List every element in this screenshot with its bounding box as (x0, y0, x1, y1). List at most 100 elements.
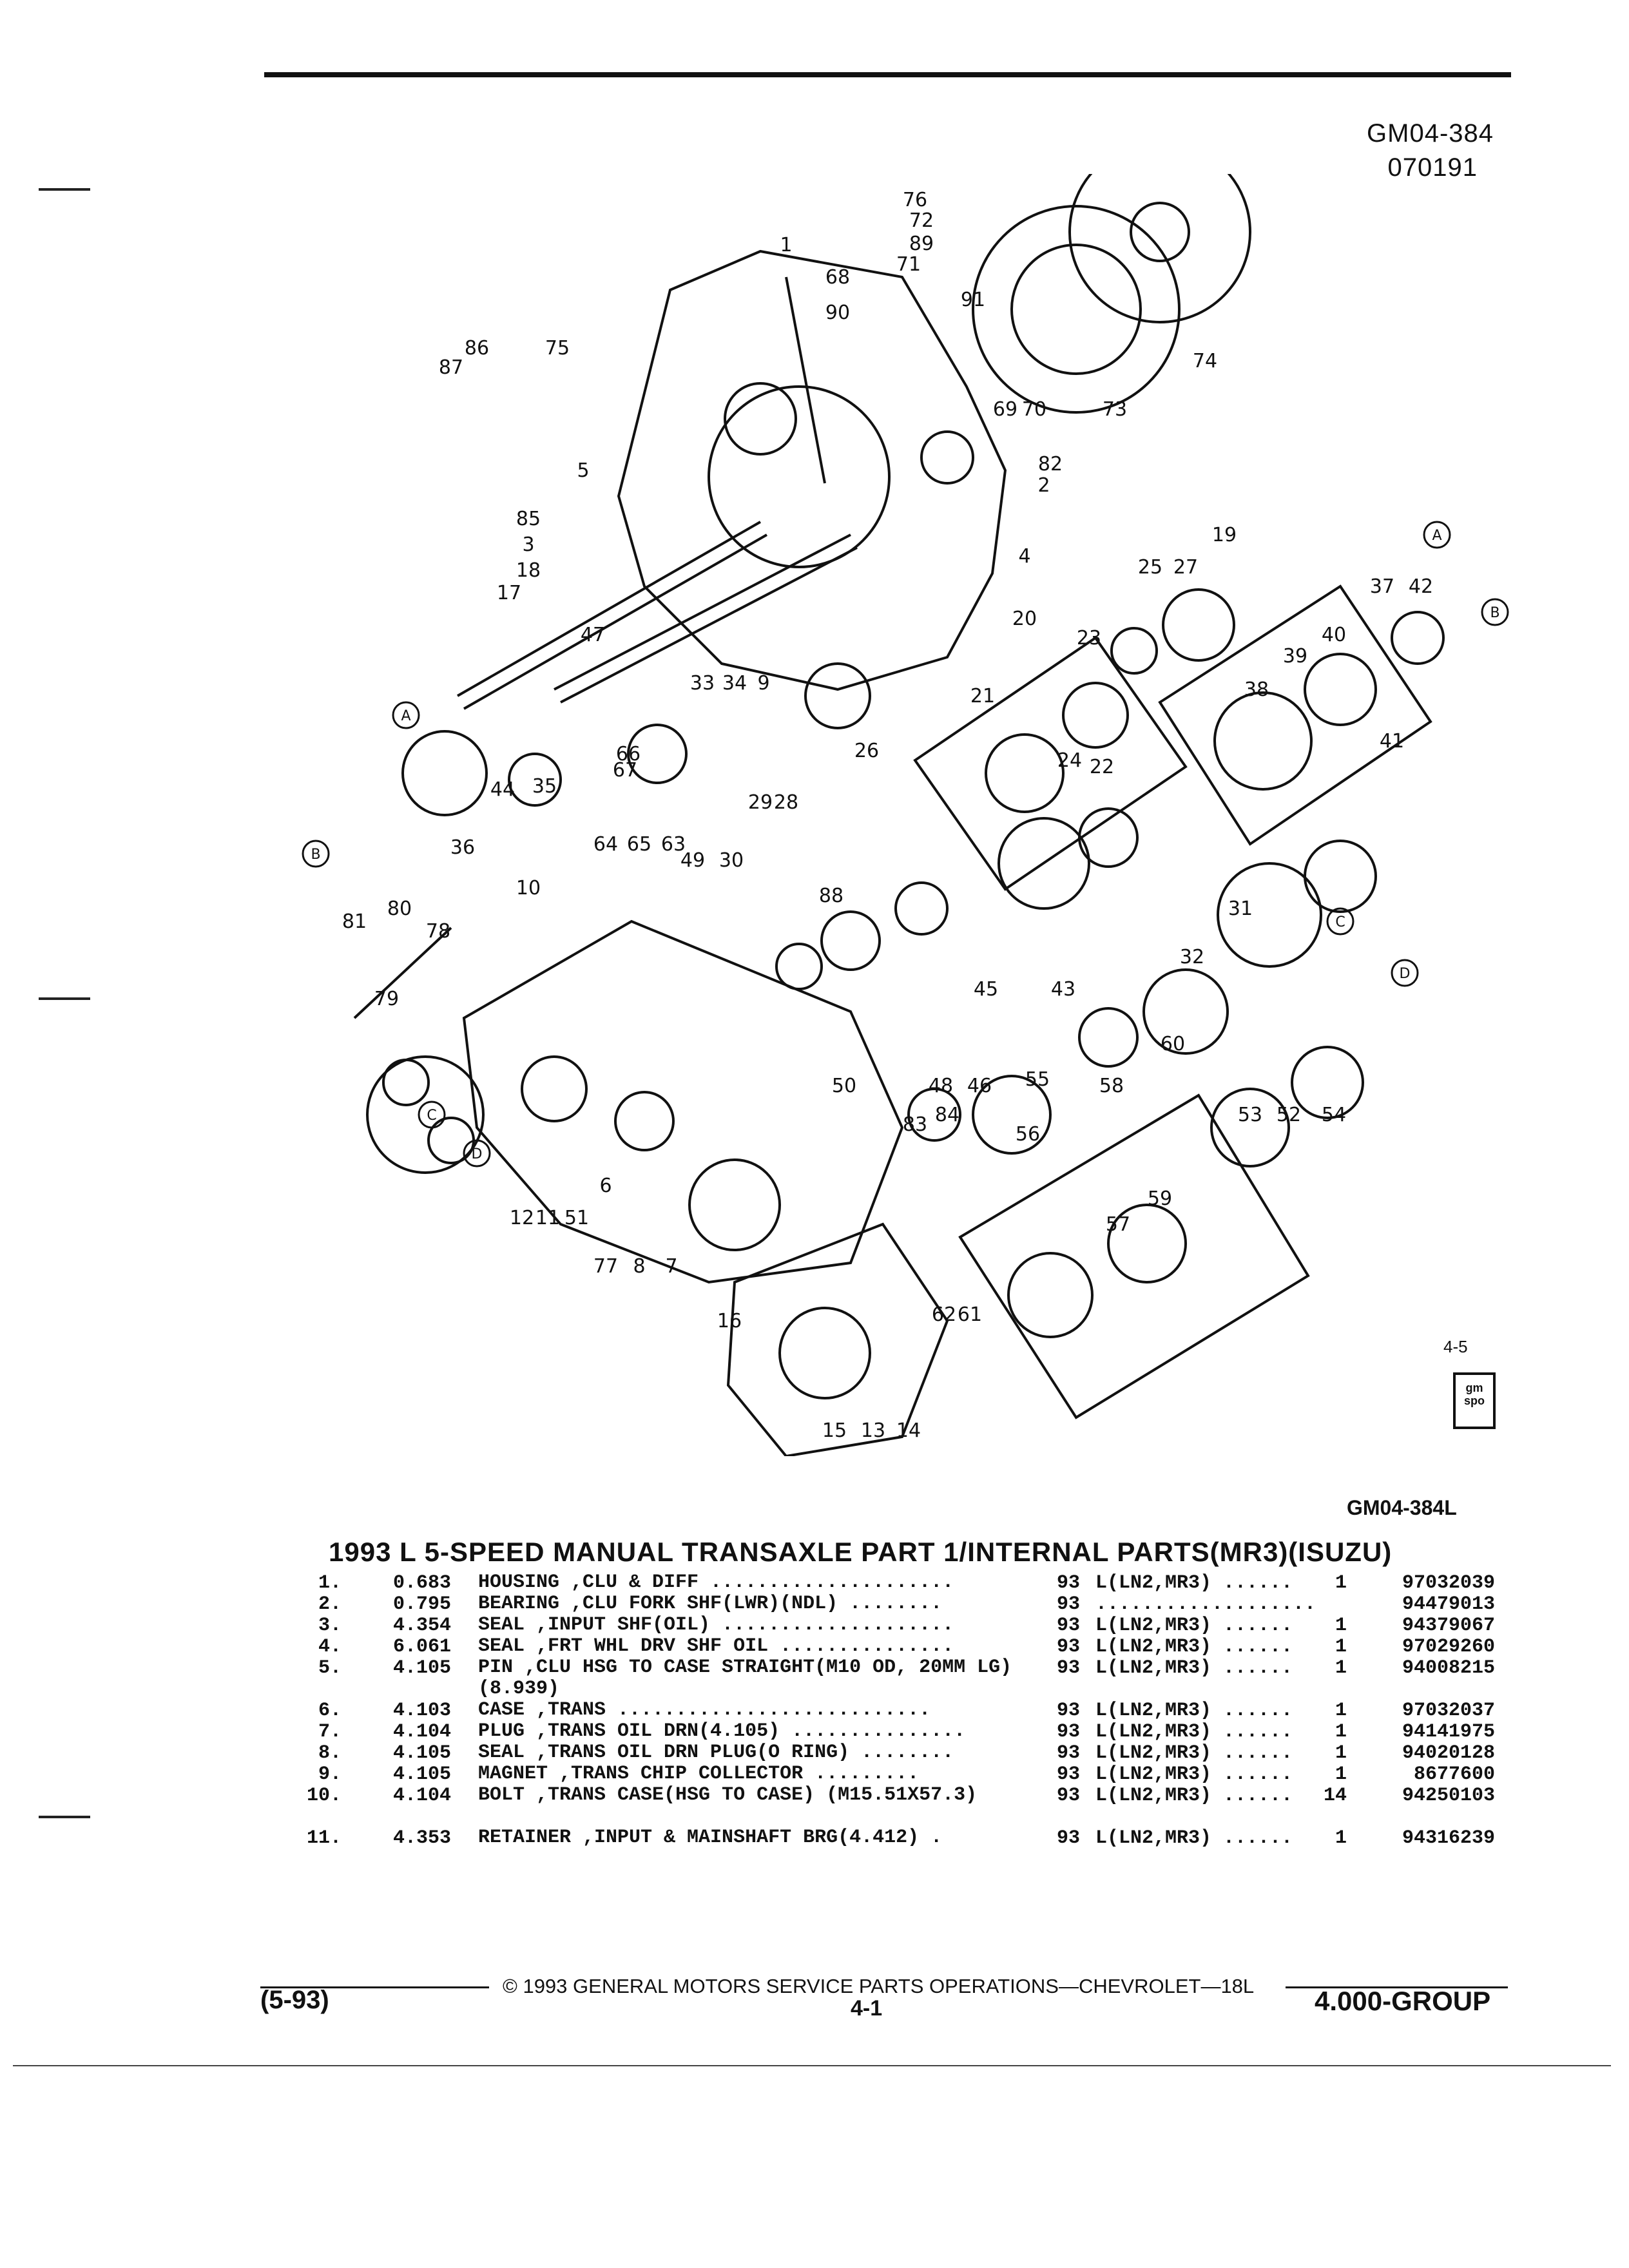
group-number: 4.104 (393, 1785, 452, 1807)
group-number: 4.105 (393, 1657, 452, 1679)
header-rule (264, 72, 1511, 77)
circle-label-text: D (1400, 966, 1411, 982)
parts-row: 1. 0.683 HOUSING ,CLU & DIFF ...........… (296, 1571, 1521, 1595)
callout: 50 (832, 1075, 856, 1097)
circle-label-d-1 (1391, 959, 1419, 987)
callout: 82 (1038, 453, 1063, 476)
year: 93 (1057, 1615, 1081, 1637)
item-number: 7. (318, 1721, 342, 1743)
part-number: 94250103 (1402, 1785, 1495, 1807)
part-description: PLUG ,TRANS OIL DRN(4.105) .............… (478, 1720, 966, 1742)
callout: 47 (581, 624, 605, 646)
callout: 9 (757, 672, 769, 695)
circle-label-text: D (472, 1146, 483, 1162)
footer-rule-right (1286, 1986, 1508, 1988)
callout: 28 (774, 791, 798, 814)
callout: 53 (1238, 1104, 1262, 1126)
part-number: 97032039 (1402, 1572, 1495, 1594)
callout: 64 (593, 833, 618, 856)
callout: 21 (970, 685, 995, 707)
year: 93 (1057, 1827, 1081, 1849)
callout: 5 (577, 459, 589, 482)
part-description: HOUSING ,CLU & DIFF ....................… (478, 1571, 954, 1593)
callout: 52 (1277, 1104, 1301, 1126)
quantity: 1 (1335, 1657, 1347, 1679)
callout: 62 (932, 1303, 956, 1326)
callout: 34 (722, 672, 747, 695)
callout: 71 (896, 253, 921, 276)
item-number: 8. (318, 1742, 342, 1764)
parts-list: 1. 0.683 HOUSING ,CLU & DIFF ...........… (296, 1571, 1521, 1850)
part-number: 94379067 (1402, 1615, 1495, 1637)
callout: 29 (748, 791, 773, 814)
quantity: 1 (1335, 1636, 1347, 1658)
figure-reference: 4-5 (1443, 1337, 1468, 1356)
transmission-case-illustration (462, 919, 904, 1284)
gear-36-illustration (401, 730, 488, 816)
callout: 1 (780, 234, 792, 256)
callout: 15 (822, 1419, 847, 1442)
callout: 84 (935, 1104, 959, 1126)
callout: 44 (490, 778, 515, 801)
clutch-housing-illustration (617, 249, 1007, 691)
callout: 46 (967, 1075, 992, 1097)
circle-label-b-1 (1481, 598, 1509, 626)
callout: 26 (854, 740, 879, 762)
callout: 69 (993, 398, 1017, 421)
item-number: 11. (306, 1827, 342, 1849)
group-number: 4.354 (393, 1615, 452, 1637)
quantity: 1 (1335, 1572, 1347, 1594)
callout: 35 (532, 775, 557, 798)
callout: 22 (1090, 756, 1114, 778)
callout: 55 (1025, 1068, 1050, 1091)
item-number: 1. (318, 1572, 342, 1594)
part-description: BOLT ,TRANS CASE(HSG TO CASE) (M15.51X57… (478, 1784, 978, 1806)
part-description: PIN ,CLU HSG TO CASE STRAIGHT(M10 OD, 20… (478, 1657, 1012, 1700)
callout: 10 (516, 877, 541, 899)
circle-label-text: B (311, 847, 320, 863)
callout: 8 (633, 1255, 645, 1278)
callout: 38 (1244, 678, 1269, 701)
callout: 24 (1057, 749, 1082, 772)
callout: 56 (1016, 1123, 1040, 1146)
callout: 32 (1180, 946, 1204, 968)
page-bottom-rule (13, 2065, 1611, 2066)
item-number: 5. (318, 1657, 342, 1679)
group-label: 4.000-GROUP (1315, 1986, 1491, 2016)
item-number: 2. (318, 1593, 342, 1615)
callout: 85 (516, 508, 541, 530)
part-number: 94316239 (1402, 1827, 1495, 1849)
circle-label-text: C (1335, 914, 1345, 930)
circle-label-text: A (1432, 528, 1441, 544)
model: L(LN2,MR3) ...... (1095, 1615, 1293, 1637)
callout: 67 (613, 759, 637, 782)
group-number: 4.105 (393, 1763, 452, 1785)
parts-row: 5. 4.105 PIN ,CLU HSG TO CASE STRAIGHT(M… (296, 1657, 1521, 1700)
exploded-parts-diagram: 76 72 89 71 68 90 91 74 1 86 75 87 69 70… (302, 174, 1509, 1456)
margin-mark-1 (39, 188, 90, 191)
quantity: 14 (1323, 1785, 1347, 1807)
part-description: RETAINER ,INPUT & MAINSHAFT BRG(4.412) . (478, 1827, 943, 1849)
circle-label-c-1 (1326, 907, 1354, 936)
callout: 75 (545, 337, 570, 360)
callout: 39 (1283, 645, 1307, 668)
callout: 79 (374, 988, 399, 1010)
model: L(LN2,MR3) ...... (1095, 1572, 1293, 1594)
callout: 88 (819, 885, 843, 907)
callout: 90 (825, 302, 850, 324)
model: L(LN2,MR3) ...... (1095, 1785, 1293, 1807)
group-number: 0.795 (393, 1593, 452, 1615)
callout: 86 (465, 337, 489, 360)
input-shaft-illustration (457, 521, 767, 710)
callout: 59 (1148, 1187, 1172, 1210)
quantity: 1 (1335, 1721, 1347, 1743)
model: L(LN2,MR3) ...... (1095, 1721, 1293, 1743)
item-number: 10. (306, 1785, 342, 1807)
year: 93 (1057, 1657, 1081, 1679)
circle-label-a-2 (392, 701, 420, 729)
part-number: 94479013 (1402, 1593, 1495, 1615)
margin-mark-3 (39, 1816, 90, 1818)
callout: 16 (717, 1310, 742, 1332)
item-number: 9. (318, 1763, 342, 1785)
callout: 48 (929, 1075, 953, 1097)
